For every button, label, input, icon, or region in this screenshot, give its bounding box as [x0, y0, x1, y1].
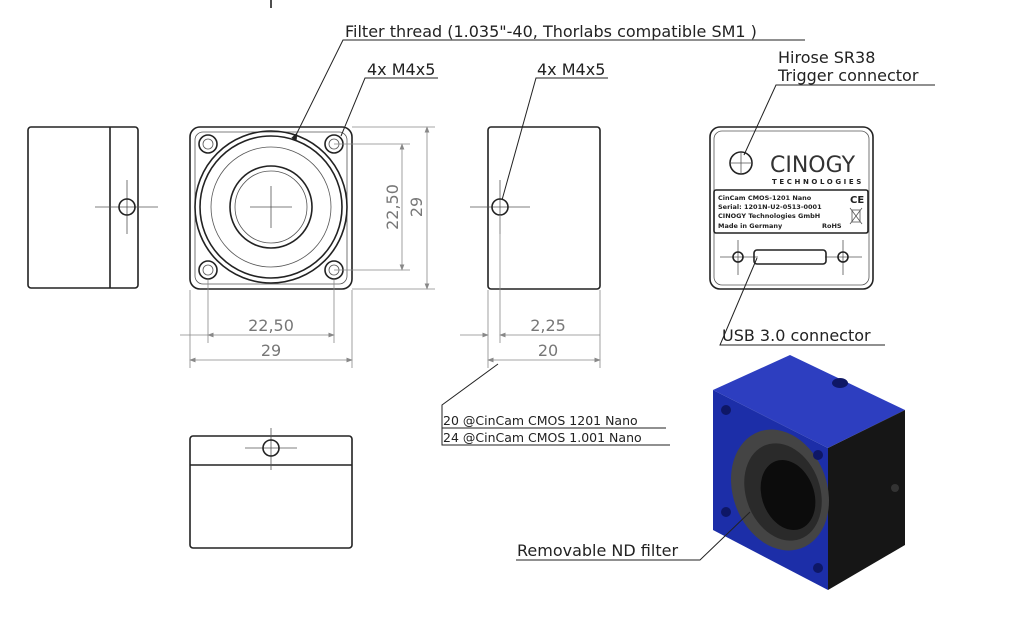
mount-hole-icon — [262, 439, 280, 457]
left-side-view — [27, 126, 158, 289]
screw-holes — [198, 134, 344, 280]
trigger-callout-line1: Hirose SR38 — [778, 48, 875, 67]
screws-front-callout: 4x M4x5 — [367, 60, 435, 79]
bottom-view — [189, 428, 353, 549]
dim-side-hole: 2,25 — [530, 316, 566, 335]
usb-port-icon — [753, 249, 827, 265]
brand-logo: CINOGY — [770, 153, 856, 178]
usb-callout: USB 3.0 connector — [722, 326, 871, 345]
dim-side-depth: 20 — [538, 341, 558, 360]
camera-3d-render — [713, 355, 905, 590]
label-plate — [713, 189, 869, 234]
back-view: CINOGY TECHNOLOGIES CinCam CMOS-1201 Nan… — [709, 126, 874, 290]
dim-front-outer-h: 29 — [261, 341, 281, 360]
front-view — [189, 126, 353, 290]
label-origin: Made in Germany — [718, 222, 783, 230]
filter-thread-callout: Filter thread (1.035"-40, Thorlabs compa… — [345, 22, 757, 41]
label-model: CinCam CMOS-1201 Nano — [718, 194, 812, 202]
dim-front-outer-v: 29 — [407, 197, 426, 217]
front-dimensions: 22,50 29 22,50 29 — [180, 126, 435, 368]
screws-side-callout: 4x M4x5 — [537, 60, 605, 79]
right-side-view: 2,25 20 — [460, 126, 601, 368]
mount-hole-icon — [118, 198, 136, 216]
ce-mark: CE — [850, 195, 864, 206]
callouts: Filter thread (1.035"-40, Thorlabs compa… — [291, 22, 935, 561]
weee-bin-icon — [849, 207, 863, 225]
length-note-2: 24 @CinCam CMOS 1.001 Nano — [443, 430, 642, 445]
label-serial: Serial: 1201N-U2-0513-0001 — [718, 203, 822, 211]
length-note-1: 20 @CinCam CMOS 1201 Nano — [443, 413, 638, 428]
dim-front-inner-h: 22,50 — [248, 316, 294, 335]
nd-filter-callout: Removable ND filter — [517, 541, 678, 560]
trigger-callout-line2: Trigger connector — [777, 66, 919, 85]
label-company: CINOGY Technologies GmbH — [718, 212, 820, 220]
brand-sub: TECHNOLOGIES — [772, 178, 864, 186]
dim-front-inner-v: 22,50 — [383, 184, 402, 230]
label-rohs: RoHS — [822, 222, 842, 230]
